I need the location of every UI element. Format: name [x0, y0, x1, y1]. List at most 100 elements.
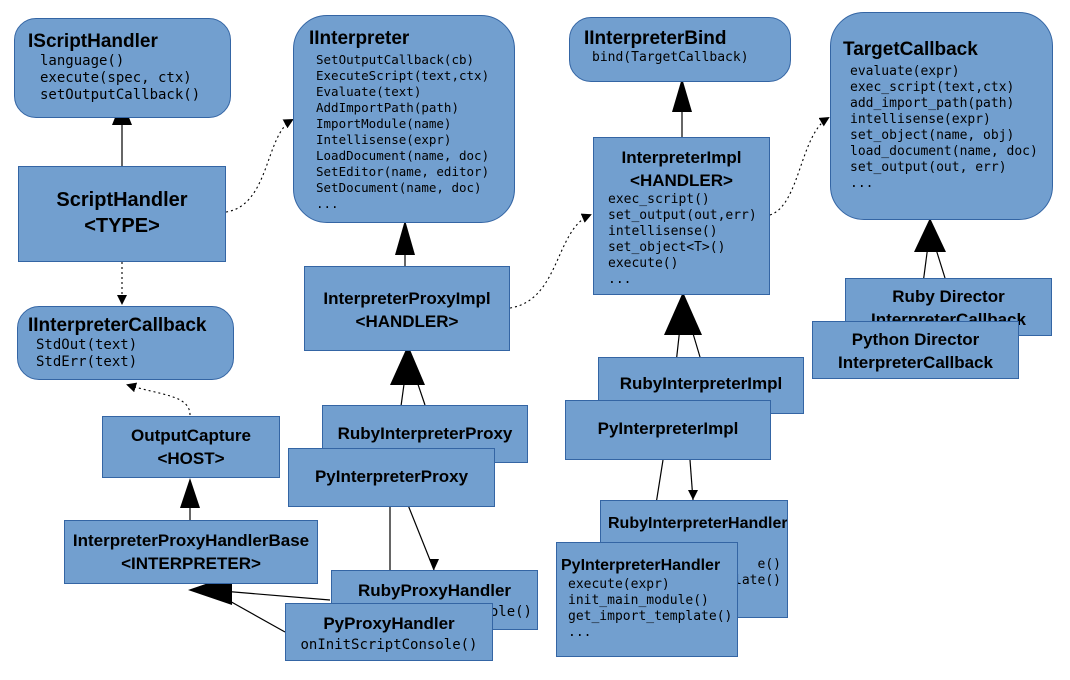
node-title: PyInterpreterImpl [597, 419, 739, 438]
head-proxyimpl [390, 345, 425, 385]
node-title: RubyInterpreterImpl [619, 374, 783, 393]
member: ... [608, 272, 632, 287]
node-iinterpreterbind: IInterpreterBind bind(TargetCallback) [569, 17, 791, 82]
node-interpreterproxyhandlerbase: InterpreterProxyHandlerBase <INTERPRETER… [64, 520, 318, 584]
node-title: PyInterpreterHandler [561, 557, 721, 574]
node-outputcapture: OutputCapture <HOST> [102, 416, 280, 478]
member: late() [734, 573, 781, 588]
member: Intellisense(expr) [316, 132, 452, 147]
head-targetcallback [914, 218, 946, 252]
node-members: language() execute(spec, ctx) setOutputC… [40, 53, 230, 104]
node-members: e() late() [734, 557, 781, 589]
node-members: SetOutputCallback(cb) ExecuteScript(text… [316, 52, 514, 212]
member: bind(TargetCallback) [592, 50, 749, 65]
node-title: InterpreterProxyHandlerBase [72, 531, 310, 550]
node-title: PyProxyHandler [323, 614, 455, 633]
node-pyinterpreterhandler: PyInterpreterHandler execute(expr) init_… [556, 542, 738, 657]
node-title: RubyProxyHandler [357, 581, 512, 600]
node-title: ScriptHandler [56, 189, 188, 211]
member: StdErr(text) [36, 354, 138, 370]
member: execute() [608, 256, 679, 271]
member: ole() [489, 604, 532, 620]
node-title: IInterpreterCallback [28, 315, 207, 336]
node-title: RubyInterpreterProxy [337, 424, 513, 443]
member: load_document(name, doc) [850, 144, 1038, 159]
node-title: TargetCallback [843, 39, 978, 60]
member: SetDocument(name, doc) [316, 180, 482, 195]
member: SetOutputCallback(cb) [316, 52, 475, 67]
inheritance-heads [112, 78, 946, 605]
node-title: InterpreterImpl [621, 148, 742, 167]
head-iinterpreter [395, 220, 415, 255]
node-subtitle: <HANDLER> [630, 171, 733, 190]
member: add_import_path(path) [850, 96, 1015, 111]
node-members: StdOut(text) StdErr(text) [36, 337, 233, 371]
member: intellisense() [608, 224, 718, 239]
node-members: ole() [490, 604, 532, 620]
node-interpreterimpl: InterpreterImpl <HANDLER> exec_script() … [593, 137, 770, 295]
node-subtitle: InterpreterCallback [838, 353, 993, 372]
node-subtitle: <HOST> [157, 449, 225, 468]
member: get_import_template() [568, 609, 733, 624]
node-pythondirector: Python Director InterpreterCallback [812, 321, 1019, 379]
node-iscripthandler: IScriptHandler language() execute(spec, … [14, 18, 231, 118]
node-subtitle: <HANDLER> [355, 312, 459, 331]
member: ... [316, 196, 339, 211]
member: e() [757, 557, 781, 572]
member: SetEditor(name, editor) [316, 164, 490, 179]
member: exec_script() [608, 192, 710, 207]
dep-scripthandler-iinterpreter [225, 119, 294, 213]
node-title: IScriptHandler [28, 31, 158, 52]
member: init_main_module() [568, 593, 709, 608]
member: execute(spec, ctx) [40, 70, 192, 86]
member: ... [568, 625, 592, 640]
head-interpreterimpl [664, 292, 702, 335]
node-members: evaluate(expr) exec_script(text,ctx) add… [850, 64, 1052, 192]
member: ImportModule(name) [316, 116, 452, 131]
member: set_output(out, err) [850, 160, 1007, 175]
node-targetcallback: TargetCallback evaluate(expr) exec_scrip… [830, 12, 1053, 220]
node-subtitle: <TYPE> [84, 215, 160, 237]
member: ExecuteScript(text,ctx) [316, 68, 490, 83]
node-interpreterproxyimpl: InterpreterProxyImpl <HANDLER> [304, 266, 510, 351]
member: set_object<T>() [608, 240, 726, 255]
member: set_output(out,err) [608, 208, 757, 223]
member: ... [850, 176, 874, 191]
member: intellisense(expr) [850, 112, 991, 127]
node-members: execute(expr) init_main_module() get_imp… [568, 577, 737, 641]
node-title: OutputCapture [131, 426, 251, 445]
member: set_object(name, obj) [850, 128, 1015, 143]
node-members: exec_script() set_output(out,err) intell… [608, 192, 769, 288]
head-small-2 [688, 490, 698, 500]
node-members: bind(TargetCallback) [592, 50, 790, 66]
node-title: InterpreterProxyImpl [323, 289, 491, 308]
node-members: onInitScriptConsole() [286, 636, 492, 654]
node-pyinterpreterimpl: PyInterpreterImpl [565, 400, 771, 460]
dep-outputcapture-callback [126, 382, 191, 416]
member: onInitScriptConsole() [300, 637, 478, 653]
member: LoadDocument(name, doc) [316, 148, 490, 163]
node-title: PyInterpreterProxy [314, 467, 469, 486]
node-title: IInterpreter [309, 28, 410, 49]
head-outputcapture [180, 478, 200, 508]
member: setOutputCallback() [40, 87, 201, 103]
node-title: RubyInterpreterHandler [608, 515, 788, 532]
member: language() [40, 53, 125, 69]
node-title: Python Director [851, 330, 980, 349]
head-iinterpreterbind [672, 78, 692, 112]
member: StdOut(text) [36, 337, 138, 353]
node-iinterpreter: IInterpreter SetOutputCallback(cb) Execu… [293, 15, 515, 223]
member: AddImportPath(path) [316, 100, 459, 115]
member: exec_script(text,ctx) [850, 80, 1015, 95]
node-pyproxyhandler: PyProxyHandler onInitScriptConsole() [285, 603, 493, 661]
member: Evaluate(text) [316, 84, 422, 99]
dependency-edges [117, 116, 830, 416]
member: evaluate(expr) [850, 64, 960, 79]
node-subtitle: <INTERPRETER> [121, 554, 261, 573]
node-header: InterpreterImpl <HANDLER> [594, 146, 769, 192]
node-title: Ruby Director [892, 287, 1005, 306]
node-iinterpretercallback: IInterpreterCallback StdOut(text) StdErr… [17, 306, 234, 380]
member: execute(expr) [568, 577, 670, 592]
dep-impl-targetcallback [769, 116, 830, 216]
node-pyinterpreterproxy: PyInterpreterProxy [288, 448, 495, 507]
